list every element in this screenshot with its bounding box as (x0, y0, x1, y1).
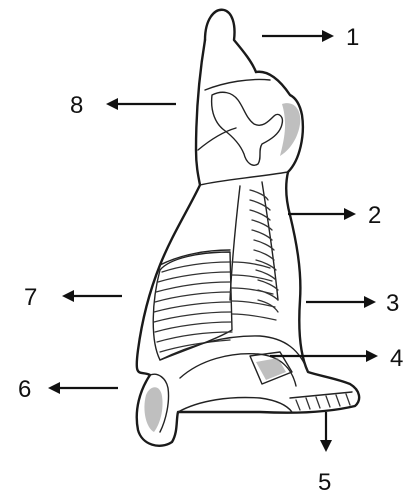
label-5: 5 (318, 469, 331, 496)
label-8: 8 (70, 92, 83, 119)
label-3: 3 (386, 290, 399, 317)
label-6: 6 (18, 376, 31, 403)
arrow-5 (320, 412, 332, 452)
arrow-8 (106, 98, 176, 110)
rump-top-line (205, 79, 270, 90)
pelvic-bone (212, 92, 283, 165)
carcass-outline (137, 40, 359, 446)
pelvic-shading (280, 103, 300, 156)
spine-line-left (230, 186, 240, 300)
label-1: 1 (346, 24, 359, 51)
arrow-2 (288, 208, 356, 220)
foreshank-shading (144, 387, 162, 432)
arrow-1 (262, 30, 334, 42)
labels: 1 2 3 4 5 6 7 8 (18, 24, 403, 496)
carcass-illustration (137, 10, 359, 446)
round-division (200, 172, 288, 185)
arrow-3 (306, 296, 376, 308)
arrow-7 (62, 290, 122, 302)
arrow-4 (270, 350, 378, 362)
rump-inner-line (198, 128, 236, 150)
shank-knuckle (205, 10, 256, 72)
ribcage-outline (153, 252, 232, 360)
label-2: 2 (368, 202, 381, 229)
arrows (48, 30, 378, 452)
label-7: 7 (24, 284, 37, 311)
brisket (290, 392, 352, 410)
vertebrae (250, 190, 278, 312)
label-4: 4 (390, 345, 403, 372)
chuck-bottom (178, 398, 292, 412)
ribs-right (232, 262, 276, 320)
arrow-6 (48, 382, 118, 394)
